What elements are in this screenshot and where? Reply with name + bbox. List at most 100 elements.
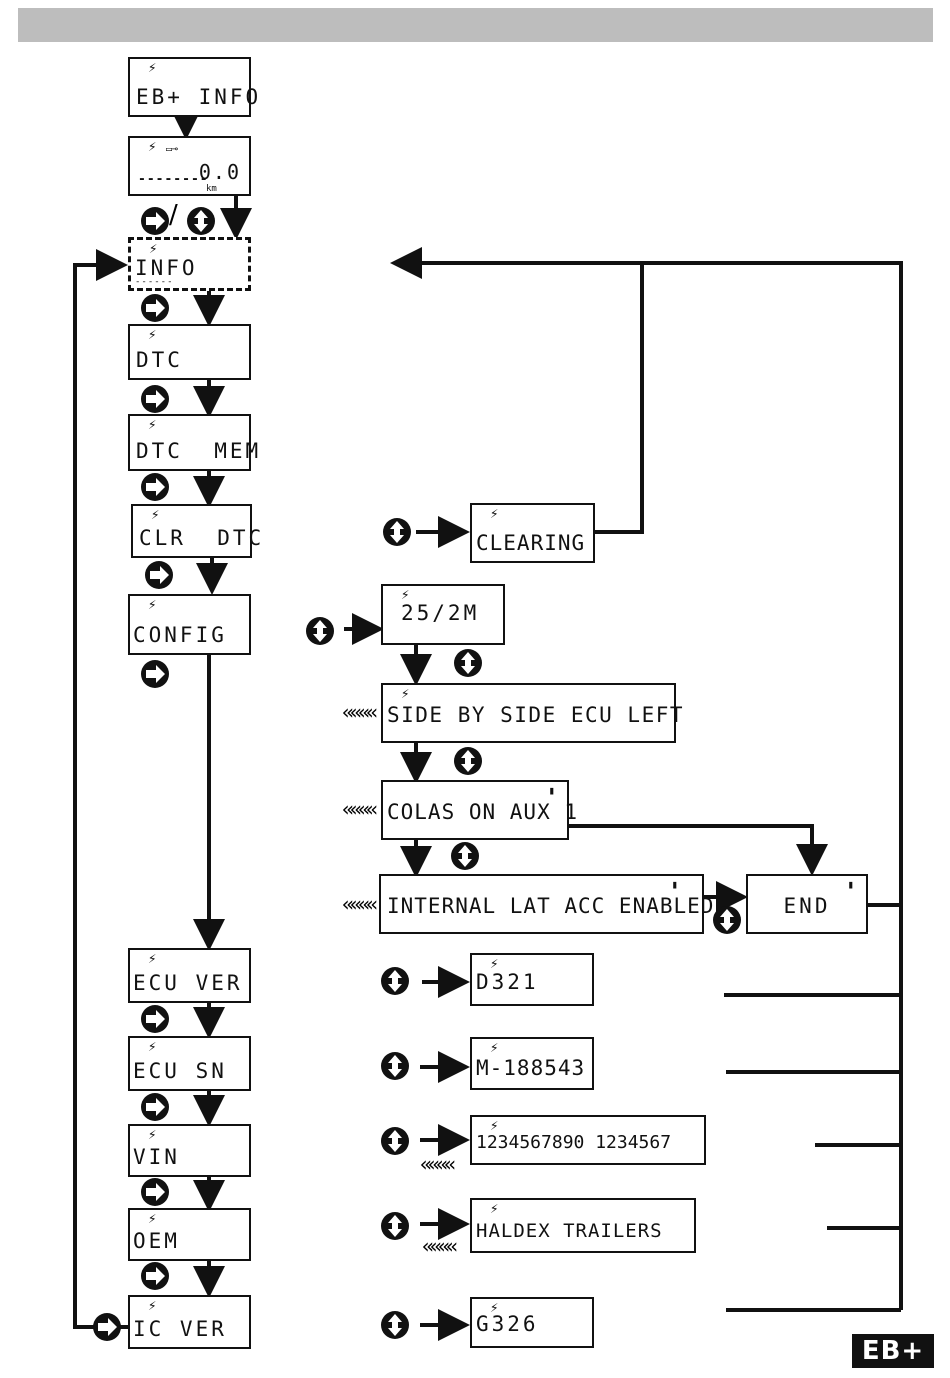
screen-vin-value: ⚡ 1234567890 1234567 [470,1115,706,1165]
screen-eb-info: ⚡ EB+ INFO [128,57,258,117]
lightning-bolt-icon: ⚡ [401,587,410,603]
screen-clearing: ⚡ CLEARING [470,503,595,563]
screen-label: CLEARING [476,531,586,555]
scroll-indicator-icon: «««« [342,797,378,821]
info-underline: ------ [135,277,174,287]
lightning-bolt-icon: ⚡ [148,139,157,155]
battery-icon: ▭⊸ [166,144,179,155]
odometer-value: 0.0 [198,160,241,184]
lightning-bolt-icon: ⚡ [401,686,410,702]
screen-ic-ver-value: ⚡ G326 [470,1297,594,1348]
odometer-dashes: -------- [138,172,209,187]
right-arrow-circle-icon [141,294,169,322]
right-arrow-circle-icon [141,1262,169,1290]
lightning-bolt-icon: ⚡ [148,60,157,76]
screen-label: INFO [135,256,198,280]
screen-ic-ver: ⚡ IC VER [128,1295,251,1349]
lightning-bolt-icon: ⚡ [148,1211,157,1227]
up-down-arrow-circle-icon [383,518,411,546]
right-arrow-circle-icon [141,660,169,688]
up-down-arrow-circle-icon [713,906,741,934]
screen-label: D321 [476,970,539,994]
right-arrow-circle-icon [93,1313,121,1341]
up-down-arrow-circle-icon [381,967,409,995]
screen-label: CLR DTC [139,526,265,550]
screen-ecu-ver-value: ⚡ D321 [470,953,594,1006]
lightning-bolt-icon: ⚡ [148,1127,157,1143]
right-arrow-circle-icon [141,207,169,235]
screen-ecu-sn-value: ⚡ M-188543 [470,1037,594,1090]
screen-end: ▮ END [746,874,868,934]
header-bar [18,8,933,42]
screen-label: HALDEX TRAILERS [476,1220,663,1242]
lightning-bolt-icon: ⚡ [148,951,157,967]
lightning-bolt-icon: ⚡ [490,1040,499,1056]
lightning-bolt-icon: ⚡ [148,1298,157,1314]
screen-label: VIN [133,1145,180,1169]
screen-dtc: ⚡ DTC [128,324,251,380]
right-arrow-circle-icon [141,1093,169,1121]
up-down-arrow-circle-icon [454,649,482,677]
lightning-bolt-icon: ⚡ [490,1201,499,1217]
screen-label: SIDE BY SIDE ECU LEFT [387,703,685,727]
scroll-indicator-icon: «««« [342,892,378,916]
battery-icon: ▮ [548,784,555,797]
screen-ecu-ver: ⚡ ECU VER [128,948,251,1003]
battery-icon: ▮ [847,878,854,891]
screen-oem: ⚡ OEM [128,1208,251,1261]
scroll-indicator-icon: «««« [342,700,378,724]
screen-internal-lat: ▮ INTERNAL LAT ACC ENABLED [379,874,713,934]
screen-config: ⚡ CONFIG [128,594,251,655]
up-down-arrow-circle-icon [306,617,334,645]
up-down-arrow-circle-icon [187,207,215,235]
lightning-bolt-icon: ⚡ [151,507,160,523]
lightning-bolt-icon: ⚡ [148,1039,157,1055]
screen-label: DTC MEM [136,439,262,463]
screen-25-2m: ⚡ 25/2M [381,584,505,645]
screen-label: COLAS ON AUX 1 [387,800,579,824]
screen-label: IC VER [133,1317,227,1341]
screen-label: INTERNAL LAT ACC ENABLED [387,894,715,918]
screen-ecu-sn: ⚡ ECU SN [128,1036,251,1091]
lightning-bolt-icon: ⚡ [490,956,499,972]
slash-separator: / [169,200,178,230]
screen-label: END [783,894,831,918]
screen-label: ECU SN [133,1059,227,1083]
up-down-arrow-circle-icon [381,1127,409,1155]
right-arrow-circle-icon [141,1178,169,1206]
screen-label: EB+ INFO [136,85,262,109]
scroll-indicator-icon: «««« [420,1152,456,1176]
screen-label: G326 [476,1312,539,1336]
screen-colas: ▮ COLAS ON AUX 1 [381,780,577,840]
scroll-indicator-icon: «««« [422,1234,458,1258]
lightning-bolt-icon: ⚡ [148,417,157,433]
lightning-bolt-icon: ⚡ [490,1300,499,1316]
right-arrow-circle-icon [141,385,169,413]
lightning-bolt-icon: ⚡ [149,241,158,257]
eb-plus-logo: EB+ [852,1334,934,1368]
up-down-arrow-circle-icon [454,747,482,775]
screen-label: DTC [136,348,183,372]
screen-label: CONFIG [133,623,227,647]
screen-label: OEM [133,1229,180,1253]
lightning-bolt-icon: ⚡ [148,327,157,343]
lightning-bolt-icon: ⚡ [490,1118,499,1134]
battery-icon: ▮ [671,878,678,891]
screen-odometer: ⚡ ▭⊸ 0.0 -------- km [128,136,251,196]
up-down-arrow-circle-icon [381,1311,409,1339]
screen-vin: ⚡ VIN [128,1124,251,1177]
up-down-arrow-circle-icon [381,1212,409,1240]
right-arrow-circle-icon [145,561,173,589]
screen-side-by-side: ⚡ SIDE BY SIDE ECU LEFT [381,683,683,743]
right-arrow-circle-icon [141,473,169,501]
up-down-arrow-circle-icon [381,1052,409,1080]
screen-label: ECU VER [133,971,243,995]
odometer-unit: km [206,184,217,194]
up-down-arrow-circle-icon [451,842,479,870]
screen-dtc-mem: ⚡ DTC MEM [128,414,258,471]
screen-clr-dtc: ⚡ CLR DTC [131,504,261,558]
screen-oem-value: ⚡ HALDEX TRAILERS [470,1198,696,1253]
screen-info: ⚡ INFO ------ [128,237,251,291]
screen-label: 1234567890 1234567 [476,1132,672,1153]
screen-label: 25/2M [401,601,480,625]
